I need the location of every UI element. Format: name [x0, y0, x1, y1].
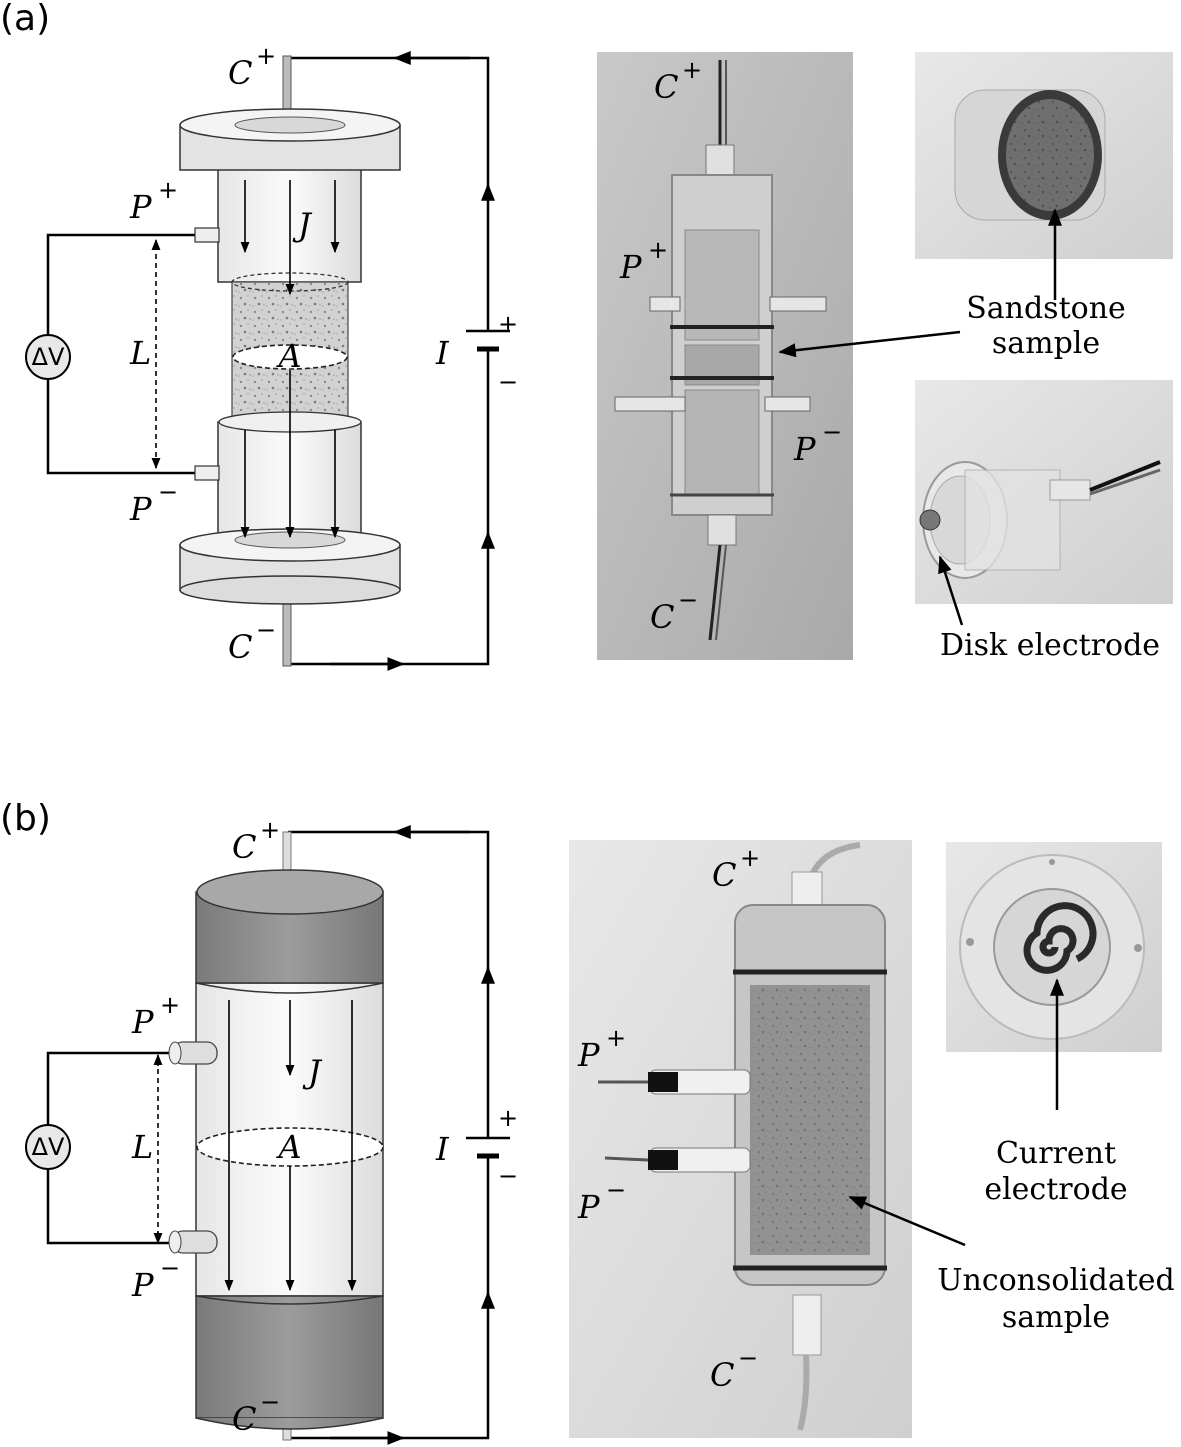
p-minus-sign: − — [158, 478, 178, 506]
callout-current: Current — [996, 1136, 1116, 1171]
voltmeter-label: ΔV — [32, 343, 65, 371]
c-plus-label: C — [228, 54, 252, 92]
photo-a-c-plus: C — [654, 68, 678, 106]
photo-a-c-minus-sign: − — [678, 586, 698, 614]
current-label: I — [435, 334, 450, 372]
panel-a: (a) ΔV L — [0, 0, 1173, 671]
voltmeter-label-b: ΔV — [32, 1133, 65, 1161]
photo-b-c-plus-sign: + — [740, 844, 760, 872]
p-minus-sign-b: − — [160, 1254, 180, 1282]
p-plus-sign: + — [158, 176, 178, 204]
panel-b-circuit: ΔV L — [25, 825, 510, 1445]
photo-b-cell — [569, 840, 912, 1438]
callout-sample: sample — [992, 326, 1100, 361]
p-plus-label-b: P — [131, 1003, 154, 1041]
c-plus-sign: + — [256, 42, 276, 70]
photo-a-p-plus: P — [619, 248, 642, 286]
potential-port-top — [194, 227, 220, 243]
p-minus-label: P — [129, 490, 152, 528]
photo-sandstone-sample — [915, 52, 1173, 259]
current-label-b: I — [435, 1130, 450, 1168]
cross-section-area — [232, 344, 348, 370]
length-label-b: L — [131, 1128, 153, 1166]
p-plus-sign-b: + — [160, 991, 180, 1019]
area-label: A — [275, 337, 301, 375]
photo-b-c-plus: C — [712, 856, 736, 894]
photo-a-p-minus: P — [793, 430, 816, 468]
potential-port-bottom — [194, 465, 220, 481]
p-minus-label-b: P — [131, 1266, 154, 1304]
length-label: L — [129, 334, 151, 372]
photo-b-c-minus-sign: − — [738, 1344, 758, 1372]
area-label-b: A — [275, 1128, 301, 1166]
photo-b-p-plus-sign: + — [606, 1024, 626, 1052]
callout-disk-electrode: Disk electrode — [940, 628, 1160, 663]
photo-b-p-plus: P — [577, 1036, 600, 1074]
flux-arrows-b — [224, 1000, 357, 1292]
c-minus-label: C — [228, 628, 252, 666]
photo-b-c-minus: C — [710, 1356, 734, 1394]
flux-arrows — [240, 180, 340, 539]
panel-a-circuit: ΔV L — [25, 51, 510, 671]
photo-a-p-plus-sign: + — [648, 236, 668, 264]
panel-b: (b) ΔV L — [0, 798, 1175, 1445]
c-minus-sign-b: − — [260, 1388, 280, 1416]
battery-plus-b: + — [498, 1104, 518, 1132]
flux-label: J — [292, 206, 313, 244]
battery-plus: + — [498, 310, 518, 338]
photo-a-c-minus: C — [650, 598, 674, 636]
panel-a-cell-diagram: A J — [179, 55, 401, 667]
c-minus-label-b: C — [232, 1400, 256, 1438]
photo-b-p-minus: P — [577, 1188, 600, 1226]
photo-a-p-minus-sign: − — [822, 418, 842, 446]
battery-minus: − — [498, 368, 518, 396]
photo-a-cell — [597, 52, 853, 660]
callout-unconsolidated: Unconsolidated — [937, 1263, 1175, 1298]
voltmeter-icon — [25, 334, 71, 380]
c-plus-sign-b: + — [260, 816, 280, 844]
battery-minus-b: − — [498, 1162, 518, 1190]
p-plus-label: P — [129, 188, 152, 226]
photo-a-c-plus-sign: + — [682, 56, 702, 84]
panel-a-label: (a) — [0, 0, 50, 39]
flux-label-b: J — [302, 1053, 323, 1091]
c-minus-sign: − — [256, 616, 276, 644]
photo-current-electrode — [946, 842, 1162, 1052]
callout-electrode: electrode — [984, 1172, 1127, 1207]
voltmeter-icon-b — [25, 1124, 71, 1170]
c-plus-label-b: C — [232, 828, 256, 866]
photo-b-p-minus-sign: − — [606, 1176, 626, 1204]
photo-disk-electrode — [915, 380, 1173, 604]
callout-sandstone: Sandstone — [966, 291, 1126, 326]
panel-b-cell-diagram: A J — [168, 831, 384, 1441]
callout-sample-b: sample — [1002, 1300, 1110, 1335]
panel-b-label: (b) — [0, 798, 51, 839]
